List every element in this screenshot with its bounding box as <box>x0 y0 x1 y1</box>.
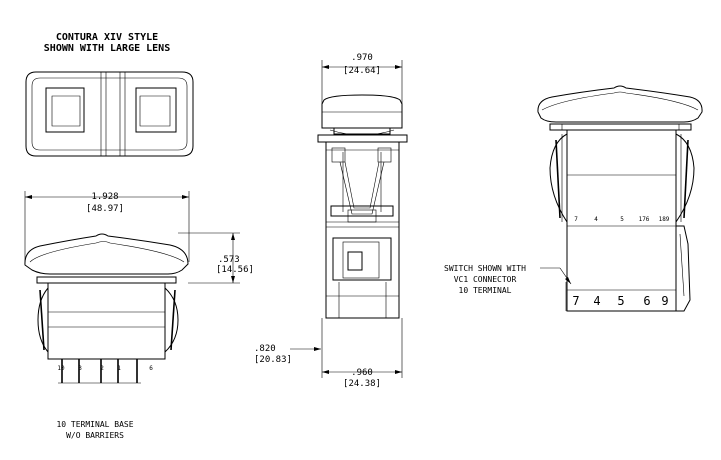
connector-note-line-2: VC1 CONNECTOR <box>454 275 517 284</box>
title-line-2: SHOWN WITH LARGE LENS <box>44 43 170 54</box>
front-view: 10 3 2 1 6 <box>24 233 189 384</box>
rear-large-label-4: 6 <box>643 294 650 308</box>
rear-small-label-3: 5 <box>620 216 624 223</box>
lens-height-inches: .573 <box>218 255 240 265</box>
overall-width-mm: [48.97] <box>86 204 124 214</box>
title-line-1: CONTURA XIV STYLE <box>56 32 158 43</box>
overall-width-inches: 1.928 <box>91 192 118 202</box>
side-view <box>290 60 408 378</box>
front-pins <box>58 359 141 384</box>
base-note-line-1: 10 TERMINAL BASE <box>56 420 133 429</box>
side-partial-mm: [20.83] <box>254 355 292 365</box>
rear-large-label-2: 4 <box>593 294 600 308</box>
rear-small-label-2: 4 <box>594 216 598 223</box>
side-bottom-width-inches: .960 <box>351 368 373 378</box>
dimension-lens-height <box>178 232 240 284</box>
side-top-width-mm: [24.64] <box>343 66 381 76</box>
front-terminal-1: 10 <box>57 365 65 372</box>
front-terminal-2: 3 <box>78 365 82 372</box>
rear-small-label-5: 189 <box>659 216 670 223</box>
rear-small-label-4: 176 <box>639 216 650 223</box>
rear-large-label-1: 7 <box>572 294 579 308</box>
lens-height-mm: [14.56] <box>216 265 254 275</box>
top-view <box>25 71 194 157</box>
rear-small-label-1: 7 <box>574 216 578 223</box>
side-bottom-width-mm: [24.38] <box>343 379 381 389</box>
front-terminal-4: 1 <box>117 365 121 372</box>
front-terminal-5: 6 <box>149 365 153 372</box>
base-note-line-2: W/O BARRIERS <box>66 431 124 440</box>
dimension-overall-width <box>24 191 190 262</box>
rear-large-label-5: 9 <box>661 294 668 308</box>
side-top-width-inches: .970 <box>351 53 373 63</box>
side-partial-inches: .820 <box>254 344 276 354</box>
connector-note-line-3: 10 TERMINAL <box>459 286 512 295</box>
connector-note-line-1: SWITCH SHOWN WITH <box>444 264 526 273</box>
rear-view <box>537 85 703 312</box>
front-terminal-3: 2 <box>100 365 104 372</box>
rear-large-label-3: 5 <box>617 294 624 308</box>
